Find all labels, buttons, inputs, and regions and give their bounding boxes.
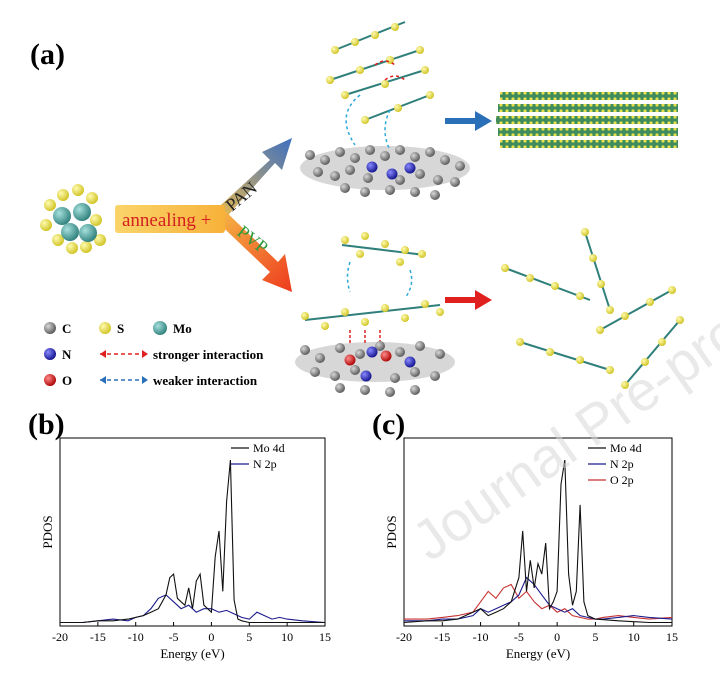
x-tick-label-c: 15 <box>666 630 678 644</box>
schematic-legend: C S Mo N stronger interaction O weaker i… <box>44 321 264 388</box>
legend-carbon-label: C <box>62 321 71 336</box>
legend-label-c-2: O 2p <box>610 473 634 487</box>
x-tick-label-b: -15 <box>90 630 106 644</box>
x-tick-label-b: -10 <box>128 630 144 644</box>
panel-label-b: (b) <box>28 408 65 441</box>
panel-label-a: (a) <box>30 38 65 71</box>
x-tick-label-c: -20 <box>396 630 412 644</box>
plot-frame-b <box>59 437 326 627</box>
y-axis-label-c: PDOS <box>384 515 399 548</box>
x-tick-label-c: 5 <box>592 630 598 644</box>
legend-mo-dot <box>153 321 167 335</box>
carbon-layer-pan <box>300 145 470 200</box>
legend-label-c-1: N 2p <box>610 457 634 471</box>
arrow-pan-product <box>445 111 492 131</box>
x-tick-label-b: 10 <box>281 630 293 644</box>
legend-label-b-1: N 2p <box>253 457 277 471</box>
x-tick-label-b: 5 <box>246 630 252 644</box>
series-line-b-0 <box>60 459 325 624</box>
mos2-sheet-pvp-top <box>341 232 426 266</box>
mos2-sheet-pvp <box>301 300 444 330</box>
arrow-pvp-product <box>445 290 492 310</box>
legend-oxygen-label: O <box>62 373 72 388</box>
x-tick-label-b: 15 <box>319 630 331 644</box>
x-tick-label-c: -10 <box>473 630 489 644</box>
legend-nitrogen-label: N <box>62 347 72 362</box>
x-tick-label-c: 10 <box>628 630 640 644</box>
legend-carbon-dot <box>44 322 56 334</box>
legend-stronger-label: stronger interaction <box>153 347 264 362</box>
series-line-c-2 <box>404 583 673 620</box>
x-tick-label-c: -5 <box>514 630 524 644</box>
annealing-label: annealing + <box>122 210 211 231</box>
dispersed-mos2 <box>501 228 684 389</box>
branch-arrow-pan <box>210 138 292 222</box>
x-axis-label-c: Energy (eV) <box>506 646 570 661</box>
x-tick-label-c: -15 <box>434 630 450 644</box>
panel-label-c: (c) <box>372 408 406 441</box>
legend-sulfur-label: S <box>117 321 124 336</box>
legend-weaker-label: weaker interaction <box>153 373 258 388</box>
legend-sulfur-dot <box>99 322 111 334</box>
branch-arrow-pvp <box>210 208 292 292</box>
x-tick-label-b: -20 <box>52 630 68 644</box>
legend-mo-label: Mo <box>173 321 192 336</box>
series-line-b-1 <box>60 594 326 624</box>
mos2-sheet-pan <box>326 21 434 124</box>
y-axis-label-b: PDOS <box>40 515 55 548</box>
series-line-c-1 <box>404 576 673 622</box>
x-axis-label-b: Energy (eV) <box>160 646 224 661</box>
x-tick-label-c: 0 <box>554 630 560 644</box>
legend-label-b-0: Mo 4d <box>253 441 285 455</box>
x-tick-label-b: -5 <box>169 630 179 644</box>
legend-nitrogen-dot <box>44 348 56 360</box>
x-tick-label-b: 0 <box>208 630 214 644</box>
carbon-layer-pvp <box>295 341 455 397</box>
stacked-mos2 <box>496 92 678 148</box>
precursor-cluster <box>40 184 106 254</box>
schematic-diagram: annealing + PAN PVP <box>40 21 684 397</box>
annealing-box <box>115 205 225 233</box>
legend-oxygen-dot <box>44 374 56 386</box>
